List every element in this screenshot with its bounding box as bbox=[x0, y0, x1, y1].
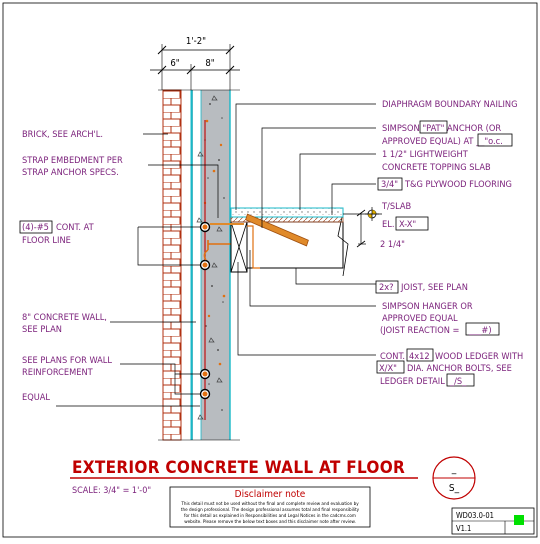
status-indicator bbox=[514, 515, 524, 525]
hanger-label-line2: APPROVED EQUAL bbox=[382, 313, 458, 324]
plywood-label: T&G PLYWOOD FLOORING bbox=[404, 179, 512, 190]
detail-title: EXTERIOR CONCRETE WALL AT FLOOR bbox=[72, 458, 405, 478]
bolt-dia-box bbox=[376, 360, 405, 374]
disclaimer-box: Disclaimer note This detail must not be … bbox=[169, 486, 371, 528]
hanger-label-line3: (JOIST REACTION = bbox=[380, 325, 460, 336]
equal-label: EQUAL bbox=[22, 392, 50, 403]
anchor-label-line1: SIMPSON "PAT" ANCHOR (OR bbox=[382, 123, 501, 134]
ledger-label-line1b: WOOD LEDGER WITH bbox=[435, 351, 523, 362]
rebar-count: (4)-#5 bbox=[22, 222, 49, 233]
rebar-box bbox=[19, 220, 53, 234]
disclaimer-line-3: for this detail as explained in Responsi… bbox=[184, 513, 356, 519]
ledger-label-line3: LEDGER DETAIL bbox=[380, 376, 445, 387]
section-bubble: _ S_ bbox=[432, 456, 476, 500]
strap-anchor bbox=[210, 213, 309, 247]
strap-label-line2: STRAP ANCHOR SPECS. bbox=[22, 167, 119, 178]
anchor-label-line2: APPROVED EQUAL) AT __"o.c. bbox=[382, 136, 503, 147]
plywood-box bbox=[377, 177, 403, 191]
rebar-label-line1: CONT. AT bbox=[56, 222, 95, 233]
joist-box bbox=[375, 280, 399, 294]
dimension-overall: 1'-2" bbox=[157, 36, 235, 90]
disclaimer-line-2: the design professional. The design prof… bbox=[181, 507, 360, 513]
floor-joist bbox=[246, 211, 349, 277]
dimension-right-label: 8" bbox=[205, 58, 214, 69]
joist-label: JOIST, SEE PLAN bbox=[400, 282, 468, 293]
ledger-size: 4x12 bbox=[409, 351, 430, 362]
reinf-label-line1: SEE PLANS FOR WALL bbox=[22, 355, 112, 366]
brick-label: BRICK, SEE ARCH'L. bbox=[22, 129, 103, 140]
dimension-split: 6" 8" bbox=[150, 58, 240, 90]
anchor-pat-box bbox=[419, 120, 448, 134]
elevation-prefix: EL. bbox=[382, 219, 394, 230]
dim-two-quarter: 2 1/4" bbox=[380, 239, 405, 250]
anchor-spacing-box bbox=[477, 133, 513, 147]
plywood-thickness: 3/4" bbox=[381, 179, 398, 190]
section-bubble-top: _ bbox=[451, 464, 457, 475]
hanger-reaction-box bbox=[465, 322, 500, 336]
section-bubble-bottom: S_ bbox=[449, 483, 460, 494]
right-leaders bbox=[235, 103, 376, 356]
ledger-detail-box bbox=[446, 373, 475, 387]
floor-assembly bbox=[230, 207, 344, 223]
diaphragm-label: DIAPHRAGM BOUNDARY NAILING bbox=[382, 99, 518, 110]
hanger-label-line1: SIMPSON HANGER OR bbox=[382, 301, 473, 312]
wood-ledger bbox=[230, 221, 248, 273]
rebar-label-line2: FLOOR LINE bbox=[22, 235, 71, 246]
title-block: WD03.0-01 V1.1 bbox=[451, 507, 535, 535]
sheet-border bbox=[2, 2, 538, 538]
wall-label-line1: 8" CONCRETE WALL, bbox=[22, 312, 107, 323]
strap-label-line1: STRAP EMBEDMENT PER bbox=[22, 155, 123, 166]
topping-label-line1: 1 1/2" LIGHTWEIGHT bbox=[382, 149, 469, 160]
tslab-label: T/SLAB bbox=[381, 201, 412, 212]
wall-label-line2: SEE PLAN bbox=[22, 324, 62, 335]
dimension-overall-label: 1'-2" bbox=[186, 36, 206, 47]
disclaimer-line-4: website. Please remove the below text bo… bbox=[184, 519, 356, 525]
ledger-label-line1: CONT. bbox=[380, 351, 405, 362]
ledger-size-box bbox=[406, 348, 434, 362]
elevation-value: X-X" bbox=[399, 219, 416, 230]
ledger-label-line2: DIA. ANCHOR BOLTS, SEE bbox=[407, 363, 512, 374]
elevation-box bbox=[395, 216, 429, 231]
reinf-label-line2: REINFORCEMENT bbox=[22, 367, 94, 378]
disclaimer-line-1: This detail must not be used without the… bbox=[180, 501, 359, 507]
anchor-spacing-value: __"o.c. bbox=[475, 136, 503, 147]
sheet-version: V1.1 bbox=[456, 524, 471, 533]
left-leaders bbox=[56, 133, 219, 407]
scale-label: SCALE: 3/4" = 1'-0" bbox=[72, 486, 151, 496]
sheet-number: WD03.0-01 bbox=[456, 511, 494, 520]
ledger-detail-ref: _/S_ bbox=[449, 376, 467, 387]
dimension-left-label: 6" bbox=[170, 58, 179, 69]
bolt-dia: X/X" bbox=[379, 363, 397, 374]
joist-size: 2x? bbox=[379, 282, 394, 293]
tslab-marker bbox=[343, 207, 382, 248]
topping-label-line2: CONCRETE TOPPING SLAB bbox=[382, 162, 491, 173]
disclaimer-heading: Disclaimer note bbox=[235, 489, 306, 500]
hanger-reaction-value: ___#) bbox=[468, 325, 492, 336]
